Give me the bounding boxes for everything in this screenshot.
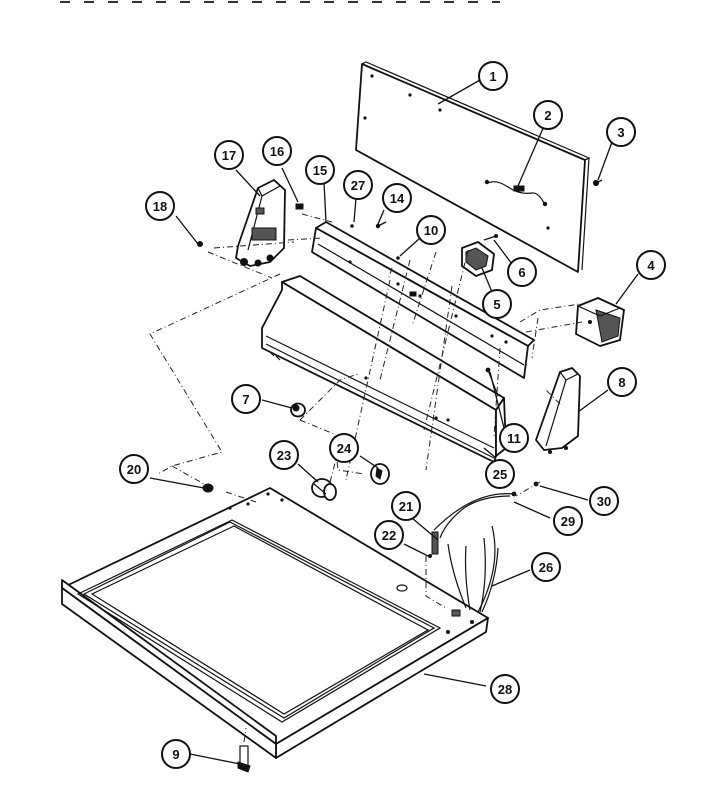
callout-4: 4 xyxy=(636,250,666,280)
callout-10: 10 xyxy=(416,215,446,245)
callout-30: 30 xyxy=(589,486,619,516)
callout-15-label: 15 xyxy=(313,163,327,178)
callout-25: 25 xyxy=(485,459,515,489)
screw-20 xyxy=(202,483,214,493)
callout-2: 2 xyxy=(533,100,563,130)
callout-11-label: 11 xyxy=(507,431,521,446)
callout-26: 26 xyxy=(531,552,561,582)
callout-6-label: 6 xyxy=(518,265,525,280)
console-housing xyxy=(261,275,507,463)
callout-3: 3 xyxy=(606,117,636,147)
callout-8: 8 xyxy=(607,367,637,397)
callout-20-label: 20 xyxy=(127,462,141,477)
callout-15: 15 xyxy=(305,155,335,185)
switch-5 xyxy=(461,234,498,277)
callout-18-label: 18 xyxy=(153,199,167,214)
callout-10-label: 10 xyxy=(424,223,438,238)
callout-21-label: 21 xyxy=(399,499,413,514)
timer-4 xyxy=(575,297,625,347)
knob-24 xyxy=(370,463,390,485)
callout-14-label: 14 xyxy=(390,191,405,206)
callout-1: 1 xyxy=(478,61,508,91)
callout-14: 14 xyxy=(382,183,412,213)
callout-8-label: 8 xyxy=(618,375,625,390)
callout-22: 22 xyxy=(374,520,404,550)
callout-27: 27 xyxy=(343,170,373,200)
callout-5: 5 xyxy=(482,289,512,319)
screw-3 xyxy=(592,179,603,187)
back-panel xyxy=(355,61,591,273)
callout-5-label: 5 xyxy=(493,297,500,312)
callout-22-label: 22 xyxy=(382,528,396,543)
leader-lines xyxy=(149,79,639,765)
control-panel-rail xyxy=(311,221,535,379)
callout-25-label: 25 xyxy=(493,467,507,482)
callout-18: 18 xyxy=(145,191,175,221)
callout-27-label: 27 xyxy=(351,178,365,193)
end-bracket-left xyxy=(235,179,304,267)
callout-23-label: 23 xyxy=(277,448,291,463)
callout-24-label: 24 xyxy=(337,441,352,456)
knob-7 xyxy=(290,402,306,418)
end-cap-right xyxy=(535,367,581,454)
callout-7: 7 xyxy=(231,384,261,414)
callout-16-label: 16 xyxy=(270,144,284,159)
assembly-dash-lines xyxy=(149,213,583,743)
callout-29-label: 29 xyxy=(561,514,575,529)
callout-4-label: 4 xyxy=(647,258,655,273)
callout-7-label: 7 xyxy=(242,392,249,407)
callout-6: 6 xyxy=(507,257,537,287)
latch-9 xyxy=(237,745,251,773)
callout-17-label: 17 xyxy=(222,148,236,163)
callout-30-label: 30 xyxy=(597,494,611,509)
callout-2-label: 2 xyxy=(544,108,551,123)
callout-23: 23 xyxy=(269,440,299,470)
callout-29: 29 xyxy=(553,506,583,536)
callout-21: 21 xyxy=(391,491,421,521)
callout-24: 24 xyxy=(329,433,359,463)
callout-16: 16 xyxy=(262,136,292,166)
knob-23 xyxy=(311,478,337,501)
callout-3-label: 3 xyxy=(617,125,624,140)
hoses-26 xyxy=(428,491,517,613)
top-cover xyxy=(61,487,489,759)
callout-26-label: 26 xyxy=(539,560,553,575)
screw-18 xyxy=(197,241,203,247)
callout-28: 28 xyxy=(490,674,520,704)
callout-9-label: 9 xyxy=(172,747,179,762)
callout-20: 20 xyxy=(119,454,149,484)
callout-11: 11 xyxy=(499,423,529,453)
callout-1-label: 1 xyxy=(489,69,496,84)
callout-17: 17 xyxy=(214,140,244,170)
callout-28-label: 28 xyxy=(498,682,512,697)
callout-9: 9 xyxy=(161,739,191,769)
